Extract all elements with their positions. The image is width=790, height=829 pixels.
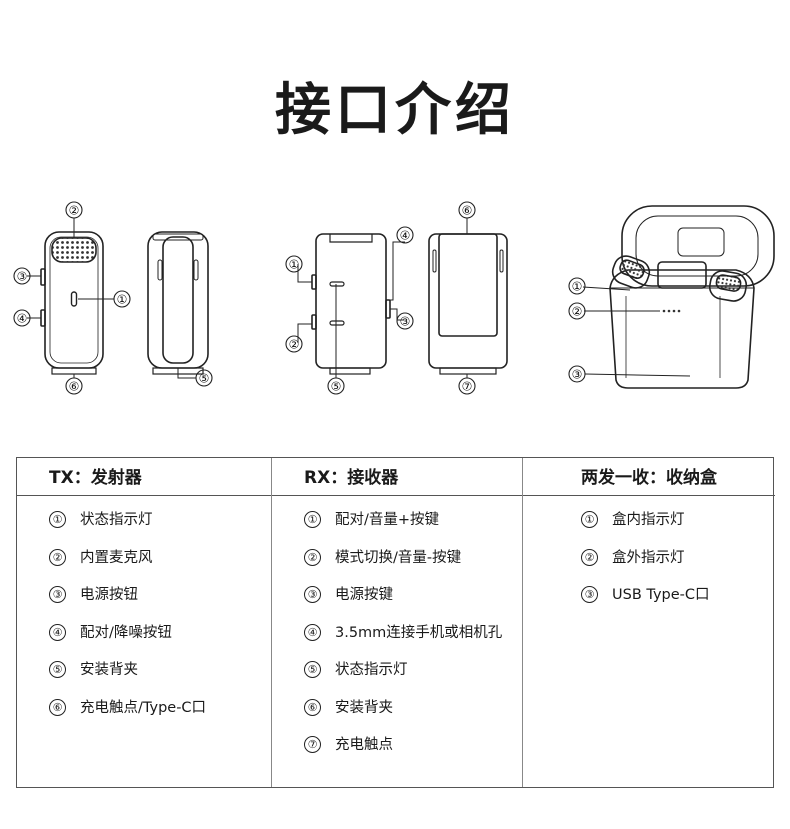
item-label: 配对/音量+按键 [335, 512, 440, 528]
item-number: ④ [49, 623, 66, 641]
rx-list: ① 配对/音量+按键 ② 模式切换/音量-按键 ③ 电源按键 ④ 3.5mm连接手机或相… [272, 496, 522, 771]
charging-case-illustration [609, 205, 775, 389]
item-number: ② [304, 548, 321, 566]
item-number: ① [49, 511, 66, 528]
svg-text:⑥: ⑥ [462, 204, 473, 218]
svg-text:②: ② [572, 305, 583, 319]
item-label: 电源按键 [335, 587, 393, 603]
list-item: ⑤ 安装背夹 [49, 658, 271, 696]
item-number: ⑥ [49, 698, 66, 716]
case-heading: 两发一收：收纳盒 [523, 458, 775, 496]
list-item: ⑦ 充电触点 [304, 733, 522, 771]
item-number: ① [581, 511, 598, 528]
item-number: ⑥ [304, 698, 321, 716]
list-item: ③ 电源按键 [304, 583, 522, 621]
item-number: ⑤ [49, 661, 66, 678]
item-number: ① [304, 511, 321, 528]
item-number: ③ [581, 586, 598, 603]
svg-text:③: ③ [17, 270, 28, 284]
interface-table: TX：发射器 ① 状态指示灯 ② 内置麦克风 ③ 电源按钮 ④ 配对/降噪按钮 ⑤ 安装背… [16, 457, 775, 788]
item-label: 状态指示灯 [80, 512, 153, 528]
svg-text:①: ① [117, 293, 128, 307]
list-item: ③ USB Type-C口 [581, 583, 775, 621]
item-label: 配对/降噪按钮 [80, 624, 172, 641]
svg-text:⑦: ⑦ [462, 380, 473, 394]
tx-list: ① 状态指示灯 ② 内置麦克风 ③ 电源按钮 ④ 配对/降噪按钮 ⑤ 安装背夹 ⑥ 充电触点… [17, 496, 271, 733]
list-item: ④ 3.5mm连接手机或相机孔 [304, 621, 522, 659]
svg-text:⑤: ⑤ [199, 372, 210, 386]
list-item: ④ 配对/降噪按钮 [49, 621, 271, 659]
item-number: ⑦ [304, 736, 321, 753]
item-label: 3.5mm连接手机或相机孔 [335, 624, 503, 641]
tx-column: TX：发射器 ① 状态指示灯 ② 内置麦克风 ③ 电源按钮 ④ 配对/降噪按钮 ⑤ 安装背… [17, 458, 272, 787]
svg-text:⑤: ⑤ [331, 380, 342, 394]
tx-heading: TX：发射器 [17, 458, 271, 496]
item-label: 充电触点/Type-C口 [80, 699, 207, 716]
svg-text:④: ④ [17, 312, 28, 326]
list-item: ② 内置麦克风 [49, 546, 271, 584]
leader-lines [27, 218, 691, 379]
list-item: ③ 电源按钮 [49, 583, 271, 621]
list-item: ① 状态指示灯 [49, 508, 271, 546]
svg-text:②: ② [69, 204, 80, 218]
list-item: ⑥ 安装背夹 [304, 696, 522, 734]
callout-numbers: ② ③ ④ ① ⑥ ⑤ ① ② ④ ③ ⑤ ⑥ ⑦ ① ② ③ [17, 204, 583, 394]
item-label: 盒外指示灯 [612, 549, 685, 566]
list-item: ② 盒外指示灯 [581, 546, 775, 584]
item-number: ⑤ [304, 661, 321, 678]
svg-text:①: ① [289, 258, 300, 272]
item-label: 盒内指示灯 [612, 512, 685, 528]
tx-back-illustration [147, 231, 209, 375]
rx-back-illustration [428, 233, 508, 375]
item-number: ③ [304, 586, 321, 603]
page-title: 接口介绍 [275, 78, 515, 143]
case-list: ① 盒内指示灯 ② 盒外指示灯 ③ USB Type-C口 [523, 496, 775, 621]
list-item: ⑥ 充电触点/Type-C口 [49, 696, 271, 734]
list-item: ⑤ 状态指示灯 [304, 658, 522, 696]
item-label: 充电触点 [335, 737, 393, 753]
rx-front-illustration [311, 233, 391, 375]
device-diagram: ② ③ ④ ① ⑥ ⑤ ① ② ④ ③ ⑤ ⑥ ⑦ ① ② ③ [13, 201, 775, 395]
svg-text:④: ④ [400, 229, 411, 243]
item-label: 电源按钮 [80, 587, 138, 603]
item-label: USB Type-C口 [612, 587, 710, 603]
svg-text:③: ③ [400, 315, 411, 329]
list-item: ② 模式切换/音量-按键 [304, 546, 522, 584]
svg-text:③: ③ [572, 368, 583, 382]
item-number: ③ [49, 586, 66, 603]
tx-front-illustration [40, 231, 104, 375]
item-label: 安装背夹 [80, 662, 138, 678]
list-item: ① 盒内指示灯 [581, 508, 775, 546]
list-item: ① 配对/音量+按键 [304, 508, 522, 546]
callout-circles [13, 201, 586, 395]
item-number: ② [49, 548, 66, 566]
item-number: ④ [304, 623, 321, 641]
svg-text:⑥: ⑥ [69, 380, 80, 394]
svg-text:②: ② [289, 338, 300, 352]
item-number: ② [581, 548, 598, 566]
item-label: 状态指示灯 [335, 662, 408, 678]
item-label: 安装背夹 [335, 699, 393, 716]
item-label: 内置麦克风 [80, 549, 153, 566]
rx-heading: RX：接收器 [272, 458, 522, 496]
case-column: 两发一收：收纳盒 ① 盒内指示灯 ② 盒外指示灯 ③ USB Type-C口 [523, 458, 775, 787]
case-indicator-dots [662, 309, 681, 313]
item-label: 模式切换/音量-按键 [335, 549, 462, 566]
svg-text:①: ① [572, 280, 583, 294]
rx-column: RX：接收器 ① 配对/音量+按键 ② 模式切换/音量-按键 ③ 电源按键 ④ 3.5m… [272, 458, 523, 787]
